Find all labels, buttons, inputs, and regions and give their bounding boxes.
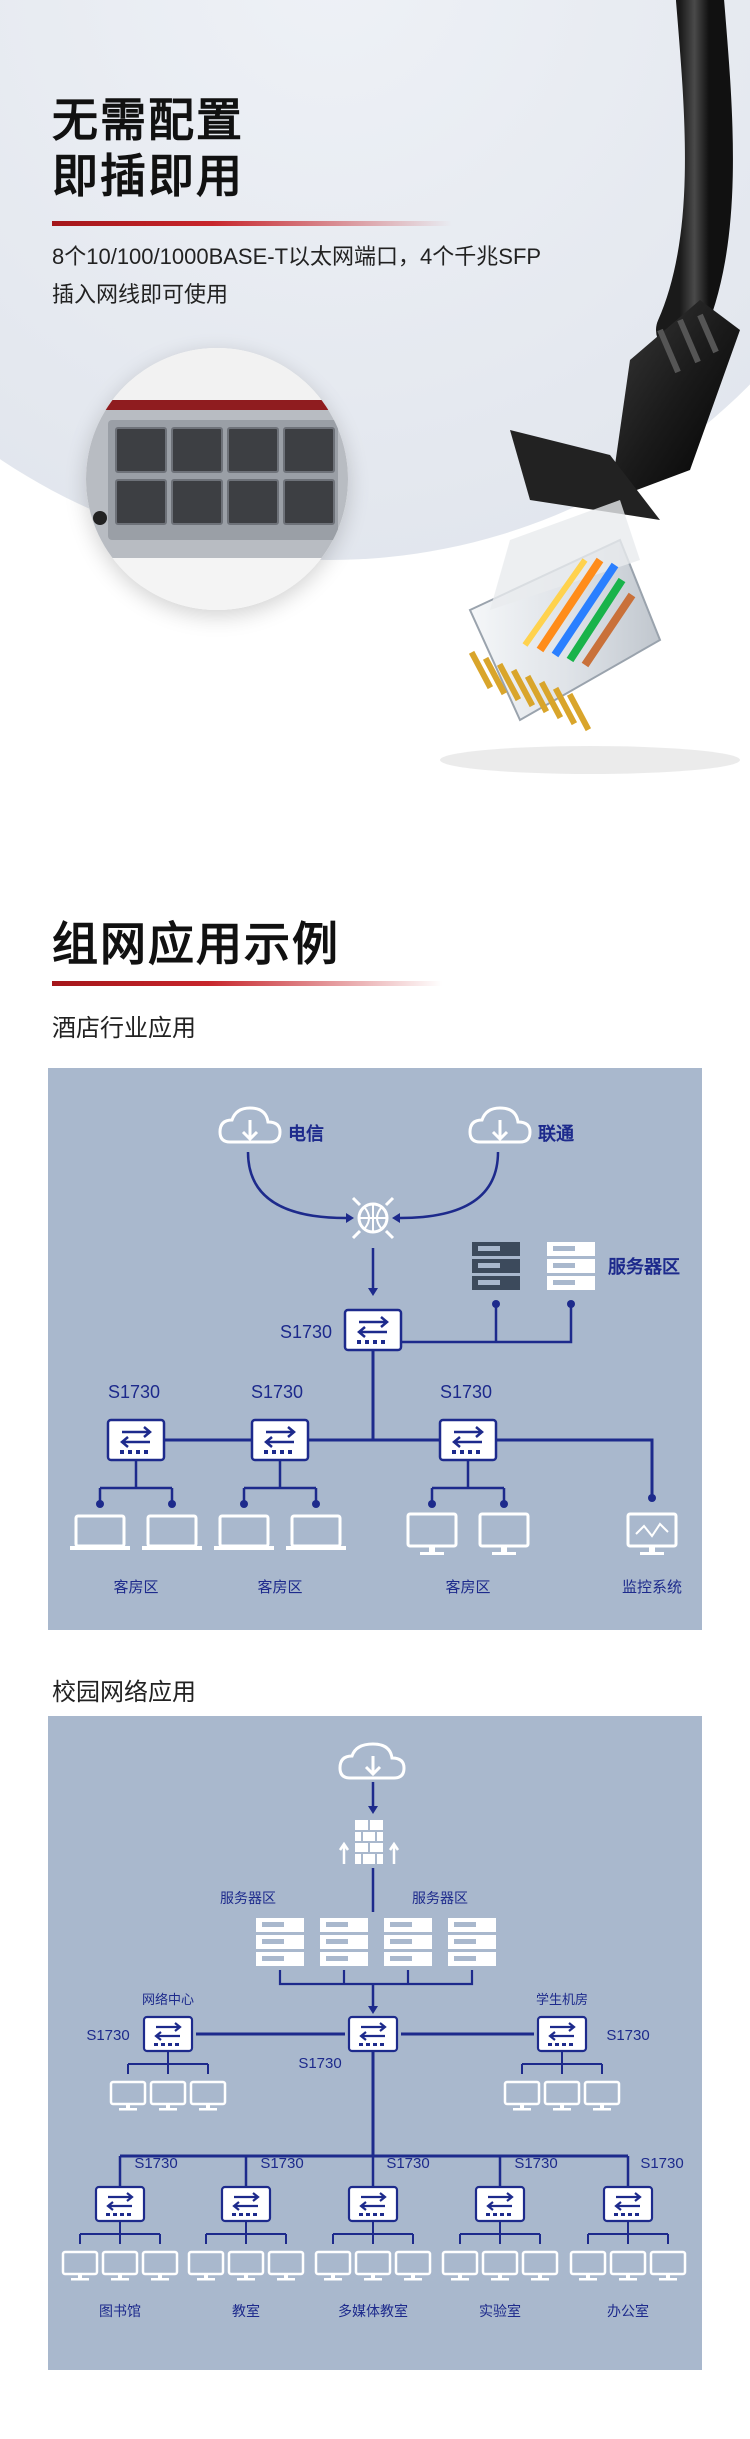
section-title: 组网应用示例 [52, 918, 340, 970]
pc-group-icon [443, 2252, 557, 2281]
switch-icon [474, 2185, 526, 2223]
hero-title: 无需配置 即插即用 [52, 92, 244, 204]
core-switch-label: S1730 [280, 1322, 332, 1342]
hotel-subtitle: 酒店行业应用 [52, 1015, 196, 1042]
switch-icon [142, 2015, 194, 2053]
hero-accent-bar [52, 221, 452, 226]
pc-group-icon [571, 2252, 685, 2281]
server-zone-right-label: 服务器区 [412, 1890, 468, 1906]
hotel-network-diagram: 电信 联通 服务器区 S1730 S1730 [48, 1068, 702, 1630]
switch-b4-label: S1730 [514, 2155, 557, 2172]
globe-router-icon [351, 1196, 395, 1240]
dept-label: 实验室 [479, 2303, 521, 2319]
server-zone-label: 服务器区 [608, 1256, 680, 1277]
switch-icon [347, 2185, 399, 2223]
switch-icon [536, 2015, 588, 2053]
surveillance-monitor-icon [626, 1512, 678, 1557]
isp2-label: 联通 [538, 1124, 574, 1144]
hero-section: 无需配置 即插即用 8个10/100/1000BASE-T以太网端口，4个千兆S… [0, 0, 750, 820]
switch-left-label: S1730 [108, 1382, 160, 1402]
cloud-icon [468, 1106, 532, 1144]
monitor-icon [478, 1512, 530, 1557]
server-icon [448, 1918, 496, 1966]
core-switch-icon [347, 2015, 399, 2053]
laptop-icon [212, 1514, 276, 1552]
dept-label: 教室 [232, 2303, 260, 2319]
switch-b3-label: S1730 [386, 2155, 429, 2172]
pc-group-icon [63, 2252, 177, 2281]
switch-icon [438, 1418, 498, 1462]
monitor-system-label: 监控系统 [622, 1579, 682, 1596]
pc-group-icon [111, 2082, 225, 2111]
switch-icon [106, 1418, 166, 1462]
student-lab-label: 学生机房 [536, 1992, 588, 2007]
switch-right-label: S1730 [440, 1382, 492, 1402]
campus-subtitle: 校园网络应用 [52, 1679, 196, 1706]
section-accent-bar [52, 981, 442, 986]
dept-label: 办公室 [607, 2303, 649, 2319]
hero-desc-line2: 插入网线即可使用 [52, 282, 229, 307]
server-icon [256, 1918, 304, 1966]
campus-network-diagram: 服务器区 服务器区 网络中心 学生机房 S1730 S1730 S1730 S1… [48, 1716, 702, 2370]
pc-group-icon [505, 2082, 619, 2111]
server-icon [320, 1918, 368, 1966]
dept-label: 图书馆 [99, 2303, 141, 2319]
switch-mid-label: S1730 [251, 1382, 303, 1402]
hero-desc-line1: 8个10/100/1000BASE-T以太网端口，4个千兆SFP [52, 244, 542, 269]
server-icon [384, 1918, 432, 1966]
core-switch-label: S1730 [298, 2055, 341, 2072]
switch-icon [220, 2185, 272, 2223]
pc-group-icon [189, 2252, 303, 2281]
server-icon [547, 1242, 595, 1290]
switch-icon [94, 2185, 146, 2223]
core-switch-icon [343, 1308, 403, 1352]
firewall-icon [338, 1820, 400, 1864]
rj45-ports-image [86, 348, 348, 610]
cloud-icon [338, 1742, 406, 1780]
room-zone-label: 客房区 [257, 1579, 302, 1596]
switch-b1-label: S1730 [134, 2155, 177, 2172]
laptop-icon [68, 1514, 132, 1552]
laptop-icon [284, 1514, 348, 1552]
pc-group-icon [316, 2252, 430, 2281]
switch-icon [602, 2185, 654, 2223]
switch-right-label: S1730 [606, 2027, 649, 2044]
ports-closeup [86, 348, 348, 610]
network-center-label: 网络中心 [142, 1992, 194, 2007]
hero-description: 8个10/100/1000BASE-T以太网端口，4个千兆SFP 插入网线即可使… [52, 238, 702, 314]
laptop-icon [140, 1514, 204, 1552]
rj45-cable-illustration [440, 0, 740, 774]
server-icon [472, 1242, 520, 1290]
room-zone-label: 客房区 [445, 1579, 490, 1596]
switch-left-label: S1730 [86, 2027, 129, 2044]
monitor-icon [406, 1512, 458, 1557]
server-zone-left-label: 服务器区 [220, 1890, 276, 1906]
hero-title-line1: 无需配置 [52, 94, 244, 146]
switch-b2-label: S1730 [260, 2155, 303, 2172]
room-zone-label: 客房区 [113, 1579, 158, 1596]
switch-b5-label: S1730 [640, 2155, 683, 2172]
dept-label: 多媒体教室 [338, 2303, 408, 2319]
isp1-label: 电信 [288, 1123, 324, 1144]
cloud-icon [218, 1106, 282, 1144]
switch-icon [250, 1418, 310, 1462]
hero-title-line2: 即插即用 [52, 150, 244, 202]
